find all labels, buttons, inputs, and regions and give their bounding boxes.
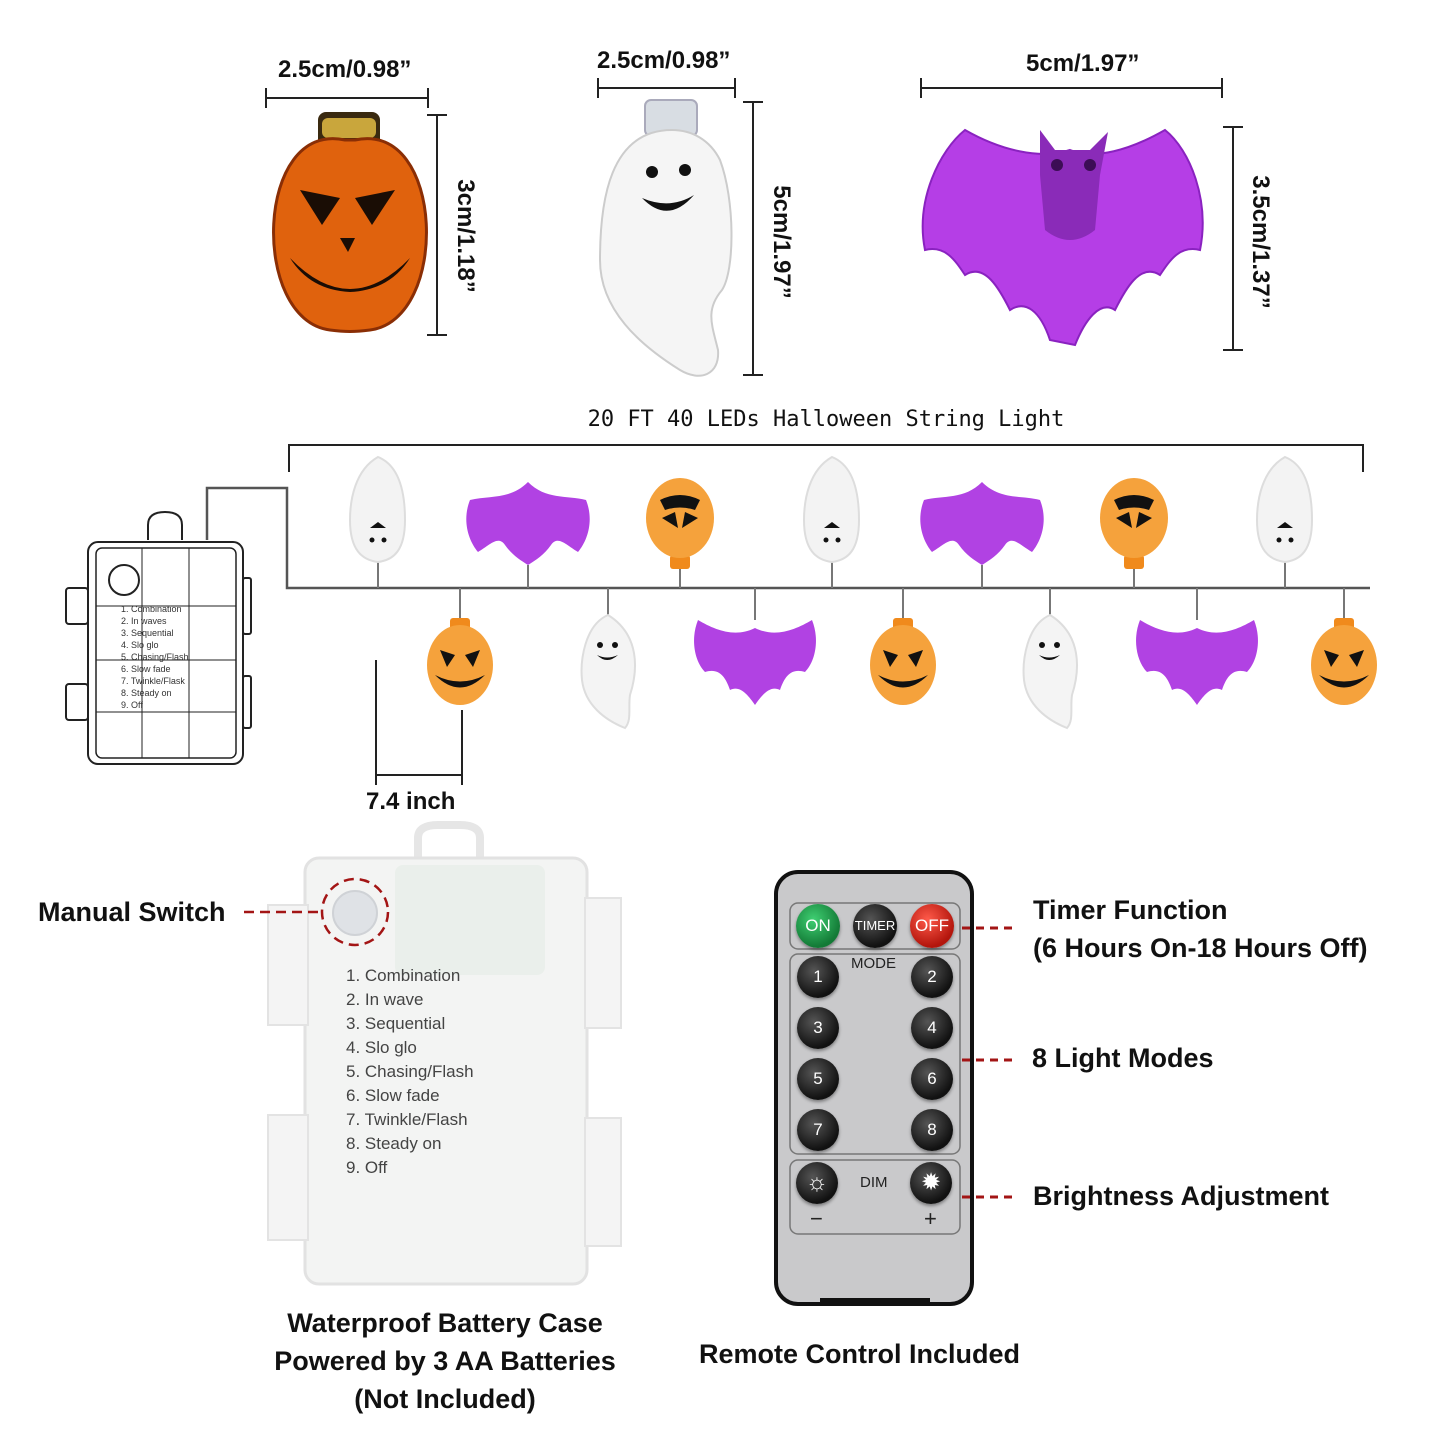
bat-large xyxy=(921,128,1204,347)
mode-5-button[interactable]: 5 xyxy=(797,1058,839,1100)
dim-up-button[interactable]: ✹ xyxy=(910,1162,952,1204)
mini-mode: 9. Off xyxy=(121,700,143,710)
case-mode: 5. Chasing/Flash xyxy=(346,1062,474,1081)
sun-dim-icon: ☼ xyxy=(806,1169,828,1196)
mode-7-button[interactable]: 7 xyxy=(797,1109,839,1151)
mini-mode: 4. Slo glo xyxy=(121,640,159,650)
pumpkin-large xyxy=(272,112,428,333)
mini-mode: 6. Slow fade xyxy=(121,664,171,674)
battery-case-photo xyxy=(267,821,622,1286)
mini-mode: 1. Combination xyxy=(121,604,182,614)
mini-mode: 3. Sequential xyxy=(121,628,174,638)
mini-mode: 2. In waves xyxy=(121,616,167,626)
case-mode: 4. Slo glo xyxy=(346,1038,417,1057)
case-mode: 3. Sequential xyxy=(346,1014,446,1033)
mini-mode-list: 1. Combination 2. In waves 3. Sequential… xyxy=(121,603,189,711)
plus-label: + xyxy=(924,1206,937,1231)
string-pumpkins-upper xyxy=(646,478,1168,569)
ghost-large xyxy=(598,99,733,377)
off-button[interactable]: OFF xyxy=(910,904,954,948)
mini-mode: 8. Steady on xyxy=(121,688,172,698)
dim-label: DIM xyxy=(860,1174,888,1191)
pumpkin-width-label: 2.5cm/0.98” xyxy=(278,56,412,83)
case-mode: 8. Steady on xyxy=(346,1134,442,1153)
battery-caption: Waterproof Battery Case Powered by 3 AA … xyxy=(240,1304,650,1418)
on-button[interactable]: ON xyxy=(796,904,840,948)
string-bats-upper xyxy=(466,482,1044,565)
string-bats-lower xyxy=(694,620,1258,705)
mode-1-button[interactable]: 1 xyxy=(797,956,839,998)
remote-caption: Remote Control Included xyxy=(699,1339,1021,1369)
mini-mode: 5. Chasing/Flash xyxy=(121,652,189,662)
light-modes-label: 8 Light Modes xyxy=(1032,1043,1214,1073)
mode-label: MODE xyxy=(851,955,896,972)
timer-function-detail: (6 Hours On-18 Hours Off) xyxy=(1033,933,1368,963)
case-mode: 6. Slow fade xyxy=(346,1086,440,1105)
pumpkin-height-label: 3cm/1.18” xyxy=(452,179,479,293)
case-mode: 7. Twinkle/Flash xyxy=(346,1110,468,1129)
battery-box-diagram xyxy=(65,510,252,765)
bat-width-label: 5cm/1.97” xyxy=(1026,50,1140,77)
timer-function-title: Timer Function xyxy=(1033,895,1228,925)
manual-switch-label: Manual Switch xyxy=(38,897,226,927)
mode-6-button[interactable]: 6 xyxy=(911,1058,953,1100)
case-mode: 2. In wave xyxy=(346,990,424,1009)
string-title: 20 FT 40 LEDs Halloween String Light xyxy=(587,407,1065,432)
string-ghosts-upper xyxy=(348,455,1314,564)
minus-label: − xyxy=(810,1206,823,1231)
string-pumpkins-lower xyxy=(427,618,1377,705)
battery-caption-line: (Not Included) xyxy=(354,1384,536,1414)
mini-mode: 7. Twinkle/Flask xyxy=(121,676,185,686)
timer-button[interactable]: TIMER xyxy=(853,904,897,948)
spacing-label: 7.4 inch xyxy=(366,788,456,815)
case-mode-list: 1. Combination 2. In wave 3. Sequential … xyxy=(346,964,474,1180)
battery-caption-line: Waterproof Battery Case xyxy=(287,1308,603,1338)
battery-caption-line: Powered by 3 AA Batteries xyxy=(274,1346,616,1376)
ghost-height-label: 5cm/1.97” xyxy=(768,185,795,299)
dim-down-button[interactable]: ☼ xyxy=(796,1162,838,1204)
case-mode: 1. Combination xyxy=(346,966,461,985)
mode-8-button[interactable]: 8 xyxy=(911,1109,953,1151)
string-ghosts-lower xyxy=(580,613,1078,730)
mode-2-button[interactable]: 2 xyxy=(911,956,953,998)
sun-bright-icon: ✹ xyxy=(920,1169,942,1196)
case-mode: 9. Off xyxy=(346,1158,388,1177)
brightness-label: Brightness Adjustment xyxy=(1033,1181,1330,1211)
bat-height-label: 3.5cm/1.37” xyxy=(1247,175,1274,309)
mode-3-button[interactable]: 3 xyxy=(797,1007,839,1049)
ghost-width-label: 2.5cm/0.98” xyxy=(597,47,731,74)
mode-4-button[interactable]: 4 xyxy=(911,1007,953,1049)
